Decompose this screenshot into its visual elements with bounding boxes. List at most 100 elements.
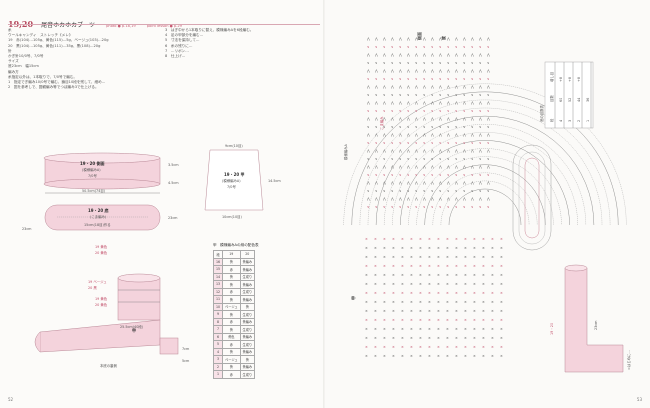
stitch-symbol: ∨	[471, 61, 474, 65]
stitch-symbol: ×	[392, 300, 395, 304]
stitch-symbol: ×	[401, 282, 404, 286]
stitch-symbol: ⋀	[462, 133, 466, 137]
stitch-symbol: ⋀	[478, 133, 482, 137]
stitch-symbol: ∨	[367, 157, 370, 161]
text-line: 3 はぎ中から1本取りに替え、模様編みAを6段編む。	[165, 28, 254, 32]
stitch-symbol: ×	[491, 246, 494, 250]
stitch-symbol: ×	[365, 327, 368, 331]
sole-chart	[512, 144, 552, 251]
stitch-symbol: ⋀	[414, 85, 418, 89]
stitch-symbol: ∨	[463, 189, 466, 193]
stitch-symbol: ×	[482, 255, 485, 259]
stitch-symbol: ×	[410, 246, 413, 250]
stitch-symbol: ×	[437, 273, 440, 277]
stitch-symbol: ⋀	[414, 181, 418, 185]
stitch-symbol: ×	[455, 282, 458, 286]
stitch-symbol: ∨	[487, 205, 490, 209]
table-cell: 生成り	[239, 370, 256, 379]
stitch-symbol: ×	[392, 354, 395, 358]
chart-note: こま編み	[379, 116, 384, 130]
stitch-symbol: ⋀	[438, 101, 442, 105]
stitch-symbol: ∨	[367, 189, 370, 193]
stitch-symbol: ×	[392, 336, 395, 340]
stack-label-1: 19 ベージュ	[88, 280, 107, 284]
stitch-symbol: ∨	[391, 61, 394, 65]
stitch-symbol: ∨	[383, 109, 386, 113]
stitch-symbol: ×	[482, 327, 485, 331]
right-page: ⋀∨⋀∨⋀∨⋀∨⋀∨⋀∨⋀∨⋀∨⋀∨⋀∨⋀∨⋀∨⋀∨⋀∨⋀∨⋀∨⋀∨⋀∨⋀∨⋀∨…	[325, 0, 650, 408]
stitch-symbol: ∨	[471, 93, 474, 97]
stitch-symbol: ×	[500, 300, 503, 304]
stitch-symbol: ⋀	[390, 69, 394, 73]
stitch-symbol: ∨	[487, 77, 490, 81]
stitch-symbol: ∨	[439, 157, 442, 161]
stitch-symbol: ∨	[407, 205, 410, 209]
stitch-symbol: ⋀	[366, 53, 370, 57]
stitch-symbol: ⋀	[446, 133, 450, 137]
chart-arcs	[343, 83, 627, 226]
stitch-symbol: ⋀	[478, 117, 482, 121]
stitch-symbol: ×	[455, 291, 458, 295]
stitch-symbol: ×	[473, 318, 476, 322]
page-number-right: 53	[636, 397, 642, 402]
stitch-symbol: ×	[383, 246, 386, 250]
table-cell: 赤	[222, 317, 241, 326]
stitch-symbol: ⋀	[470, 101, 474, 105]
stitch-symbol: ∨	[399, 205, 402, 209]
stitch-symbol: ⋀	[438, 181, 442, 185]
stitch-symbol: ×	[437, 237, 440, 241]
stitch-symbol: ⋀	[478, 69, 482, 73]
stitch-symbol: ⋀	[478, 53, 482, 57]
stitch-symbol: ⋀	[438, 133, 442, 137]
stitch-symbol: ∨	[455, 189, 458, 193]
stitch-symbol: ⋀	[470, 53, 474, 57]
table-cell: 生成り	[239, 272, 256, 281]
stitch-symbol: ×	[500, 345, 503, 349]
stitch-symbol: ⋀	[398, 37, 402, 41]
chart-arc	[359, 99, 611, 226]
stitch-symbol: ×	[401, 255, 404, 259]
stack-label-2: 20 黒	[88, 286, 97, 290]
stitch-symbol: ⋀	[390, 117, 394, 121]
text-line: 8 仕上げ…	[165, 54, 186, 59]
table-cell: 3	[212, 355, 224, 364]
stitch-symbol: ⋀	[486, 69, 490, 73]
chart-stitch-rows: ⋀∨⋀∨⋀∨⋀∨⋀∨⋀∨⋀∨⋀∨⋀∨⋀∨⋀∨⋀∨⋀∨⋀∨⋀∨⋀∨⋀∨⋀∨⋀∨⋀∨…	[365, 37, 503, 358]
table-header: 19	[222, 250, 241, 259]
stitch-symbol: ∨	[383, 125, 386, 129]
stitch-symbol: ×	[428, 300, 431, 304]
sole-label: 19・20 底	[88, 207, 109, 213]
text-line: サイズ	[8, 59, 19, 64]
stitch-symbol: ×	[482, 300, 485, 304]
stitch-symbol: ⋀	[462, 197, 466, 201]
table-cell: 8	[212, 317, 224, 326]
stitch-symbol: ⋀	[390, 197, 394, 201]
stitch-symbol: ×	[374, 300, 377, 304]
left-page: 19,20 尾音ホカホカブーツ photo ● p.18,19 point le…	[8, 19, 320, 402]
stitch-symbol: ×	[392, 255, 395, 259]
stitch-symbol: ×	[500, 309, 503, 313]
stitch-symbol: ∨	[447, 173, 450, 177]
stitch-symbol: ∨	[391, 157, 394, 161]
side-table-cell: 3	[568, 120, 572, 122]
table-cell: 黄	[222, 272, 241, 281]
stitch-symbol: ⋀	[382, 165, 386, 169]
side-table-cell: 4	[559, 120, 563, 122]
dim-small2: 4.5cm	[168, 181, 179, 185]
stitch-symbol: ×	[446, 318, 449, 322]
table-cell: 13	[212, 280, 224, 289]
stitch-symbol: ×	[491, 282, 494, 286]
side-table-cell: +8	[577, 77, 581, 82]
stitch-symbol: ∨	[463, 93, 466, 97]
stitch-symbol: ×	[383, 273, 386, 277]
stitch-symbol: ×	[491, 255, 494, 259]
stitch-symbol: ×	[446, 282, 449, 286]
stitch-symbol: ∨	[487, 61, 490, 65]
stitch-symbol: ×	[437, 300, 440, 304]
stitch-symbol: ×	[410, 273, 413, 277]
stitch-symbol: ×	[491, 309, 494, 313]
